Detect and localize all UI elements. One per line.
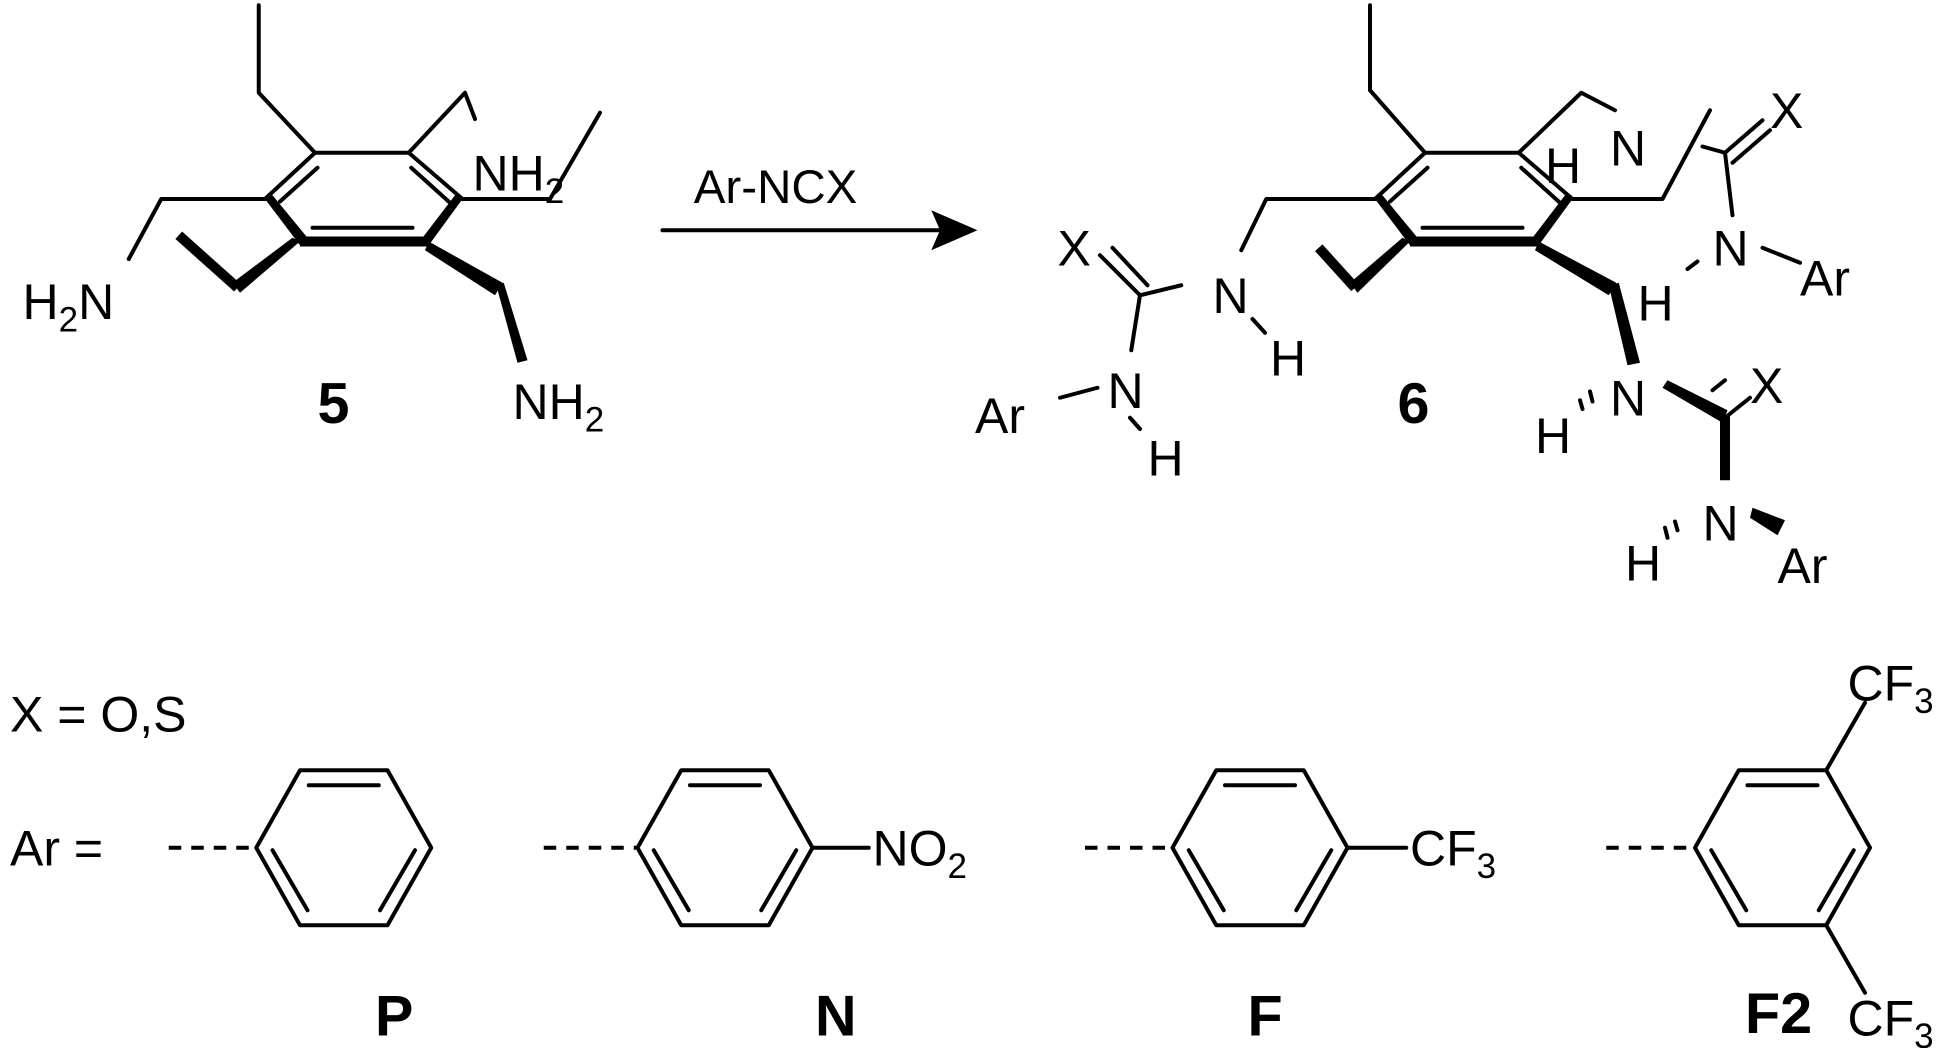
atom-h: H: [1270, 330, 1306, 386]
wedge-bond: [425, 241, 503, 296]
substituent-f: CF3 F: [1085, 768, 1496, 1048]
amine-top: NH2: [473, 145, 565, 211]
ar-definition: Ar =: [10, 820, 103, 876]
substituent-p: P: [168, 768, 434, 1048]
amine-left: H2N: [23, 274, 115, 340]
ethyl-right-bond: [460, 110, 602, 201]
arrowhead-icon: [931, 210, 978, 251]
atom-x: X: [1750, 358, 1783, 414]
nitro-group: NO2: [873, 820, 967, 886]
bold-bond: [175, 231, 241, 292]
atom-ar: Ar: [1778, 538, 1828, 594]
compound-5: NH2 H2N NH2 5: [23, 3, 605, 440]
x-definition: X = O,S: [10, 687, 186, 743]
atom-n: N: [1213, 268, 1249, 324]
substituent-label: F: [1248, 984, 1283, 1048]
wedge-bond: [232, 237, 300, 293]
atom-h: H: [1535, 408, 1571, 464]
substituent-n: NO2 N: [543, 768, 967, 1048]
benzene-ring-p: [254, 768, 434, 928]
atom-ar: Ar: [1800, 250, 1850, 306]
atom-h: H: [1625, 535, 1661, 591]
atom-n: N: [1610, 120, 1646, 176]
atom-ar: Ar: [975, 388, 1025, 444]
atom-n: N: [1108, 363, 1144, 419]
atom-h: H: [1638, 275, 1674, 331]
atom-x: X: [1770, 83, 1803, 139]
substituent-label: P: [375, 984, 413, 1048]
trifluoromethyl-group: CF3: [1848, 990, 1934, 1048]
central-benzene-ring-6: [1373, 150, 1575, 247]
amine-bottom: NH2: [513, 374, 605, 440]
compound-label-5: 5: [318, 372, 350, 436]
central-benzene-ring-5: [263, 150, 465, 247]
compound-6: H N X N Ar H N H X N H Ar N H: [975, 3, 1850, 594]
compound-label-6: 6: [1398, 372, 1430, 436]
ch2-left-bond: [126, 197, 267, 261]
atom-n: N: [1703, 495, 1739, 551]
ethyl-top-bond: [256, 3, 317, 155]
substituent-label: F2: [1745, 982, 1812, 1046]
trifluoromethyl-group: CF3: [1410, 820, 1496, 886]
ch2-bond: [406, 90, 477, 155]
atom-h: H: [1545, 138, 1581, 194]
wedge-bond: [496, 282, 528, 363]
atom-n: N: [1713, 220, 1749, 276]
atom-n: N: [1610, 370, 1646, 426]
atom-x: X: [1058, 220, 1091, 276]
reaction-arrow: Ar-NCX: [660, 161, 978, 251]
atom-h: H: [1148, 430, 1184, 486]
substituent-label: N: [815, 984, 857, 1048]
trifluoromethyl-group: CF3: [1848, 655, 1934, 721]
substituent-f2: CF3 CF3 F2: [1606, 655, 1934, 1048]
reagent-label: Ar-NCX: [694, 161, 858, 214]
